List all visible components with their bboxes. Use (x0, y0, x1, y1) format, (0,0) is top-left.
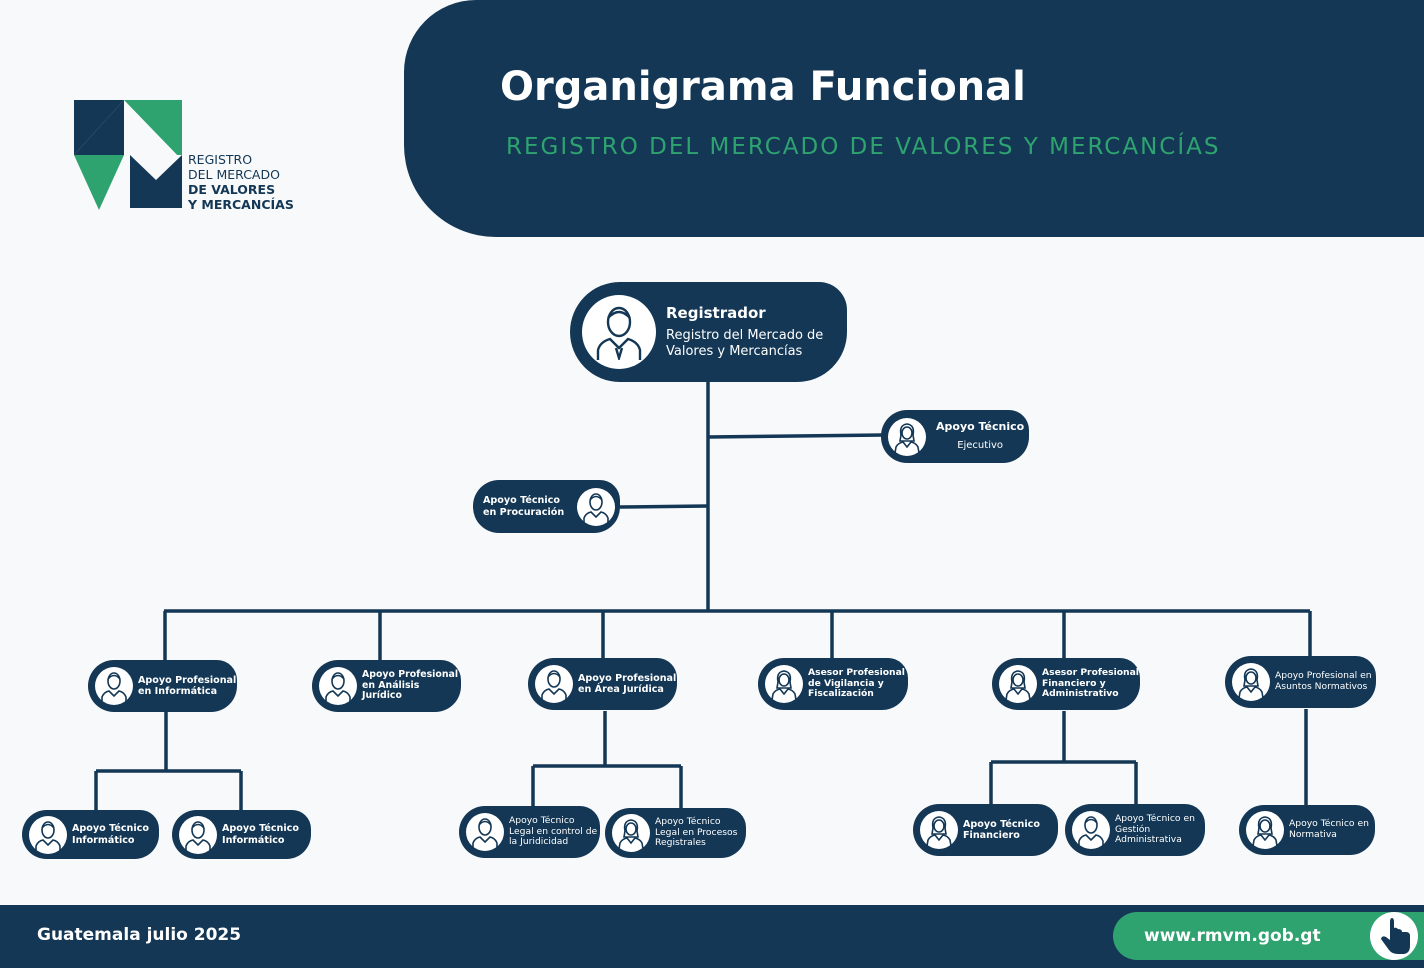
org-node-label: Apoyo Técnico (936, 420, 1025, 434)
male-user-icon (319, 667, 357, 705)
male-user-icon (577, 487, 615, 526)
org-node-label: Apoyo Técnico en Normativa (1289, 818, 1369, 840)
female-user-icon (612, 814, 650, 852)
female-user-icon (765, 665, 803, 703)
org-node-procuracion[interactable]: Apoyo Técnico en Procuración (473, 480, 620, 533)
male-user-icon (29, 815, 67, 854)
org-node-label: Asesor Profesional de Vigilancia y Fisca… (808, 667, 905, 700)
org-node-vigilancia-fiscalizacion[interactable]: Asesor Profesional de Vigilancia y Fisca… (758, 658, 908, 710)
org-node-tecnico-normativa[interactable]: Apoyo Técnico en Normativa (1239, 805, 1375, 855)
org-node-subtitle: Registro del Mercado de Valores y Mercan… (666, 328, 824, 359)
org-node-profesional-informatica[interactable]: Apoyo Profesional en Informática (88, 660, 237, 712)
org-node-title: Registrador (666, 304, 766, 322)
logo-line-2: DEL MERCADO (188, 167, 280, 182)
org-node-registrador[interactable]: Registrador Registro del Mercado de Valo… (570, 282, 847, 382)
org-node-label: Apoyo Profesional en Informática (138, 674, 237, 697)
org-node-label: Apoyo Profesional en Asuntos Normativos (1275, 670, 1372, 692)
org-node-financiero-administrativo[interactable]: Asesor Profesional Financiero y Administ… (992, 658, 1140, 710)
header-band (404, 0, 1424, 237)
logo-line-3: DE VALORES (188, 182, 276, 197)
male-user-icon (582, 295, 656, 369)
female-user-icon (999, 665, 1037, 703)
page-subtitle: REGISTRO DEL MERCADO DE VALORES Y MERCAN… (506, 134, 1221, 160)
female-user-icon (1232, 663, 1270, 701)
male-user-icon (1072, 811, 1110, 849)
org-node-apoyo-tecnico-ejecutivo[interactable]: Apoyo Técnico Ejecutivo (881, 410, 1029, 463)
org-node-tecnico-financiero[interactable]: Apoyo Técnico Financiero (913, 804, 1058, 856)
org-node-tecnico-informatico-2[interactable]: Apoyo Técnico Informático (172, 810, 311, 859)
org-node-label: Apoyo Técnico Legal en control de la Jur… (509, 815, 598, 848)
org-node-tecnico-informatico-1[interactable]: Apoyo Técnico Informático (22, 810, 159, 859)
female-user-icon (888, 417, 926, 456)
female-user-icon (920, 811, 958, 849)
logo-line-4: Y MERCANCÍAS (188, 197, 294, 212)
female-user-icon (1246, 811, 1284, 849)
rmvm-logo-icon (74, 100, 182, 210)
org-node-label: Apoyo Profesional en Área Jurídica (578, 672, 677, 695)
logo-line-1: REGISTRO (188, 152, 253, 167)
org-node-label: Apoyo Técnico Financiero (963, 818, 1040, 841)
website-link[interactable]: www.rmvm.gob.gt (1144, 926, 1321, 946)
org-node-gestion-administrativa[interactable]: Apoyo Técnico en Gestión Administrativa (1065, 804, 1205, 856)
org-node-label: Apoyo Técnico Legal en Procesos Registra… (655, 816, 738, 849)
page-title: Organigrama Funcional (500, 64, 1026, 110)
org-node-label-2: Ejecutivo (957, 440, 1004, 452)
male-user-icon (466, 813, 504, 851)
male-user-icon (179, 815, 217, 854)
footer-date: Guatemala julio 2025 (37, 925, 242, 945)
org-node-label: Apoyo Técnico en Gestión Administrativa (1115, 813, 1195, 846)
org-node-label: Apoyo Técnico Informático (72, 823, 149, 846)
org-node-control-juridicidad[interactable]: Apoyo Técnico Legal en control de la Jur… (459, 806, 600, 858)
org-node-asuntos-normativos[interactable]: Apoyo Profesional en Asuntos Normativos (1225, 656, 1376, 708)
male-user-icon (535, 665, 573, 703)
org-node-label: Apoyo Técnico en Procuración (483, 495, 565, 518)
org-node-analisis-juridico[interactable]: Apoyo Profesional en Análisis Jurídico (312, 660, 461, 712)
org-node-procesos-registrales[interactable]: Apoyo Técnico Legal en Procesos Registra… (605, 808, 746, 858)
org-node-label: Apoyo Técnico Informático (222, 823, 299, 846)
org-node-label: Apoyo Profesional en Análisis Jurídico (362, 668, 459, 702)
org-node-area-juridica[interactable]: Apoyo Profesional en Área Jurídica (528, 658, 677, 710)
logo-text: REGISTRO DEL MERCADO DE VALORES Y MERCAN… (188, 152, 294, 212)
pointing-hand-icon[interactable] (1370, 912, 1418, 960)
org-node-label: Asesor Profesional Financiero y Administ… (1042, 667, 1139, 700)
male-user-icon (95, 667, 133, 705)
